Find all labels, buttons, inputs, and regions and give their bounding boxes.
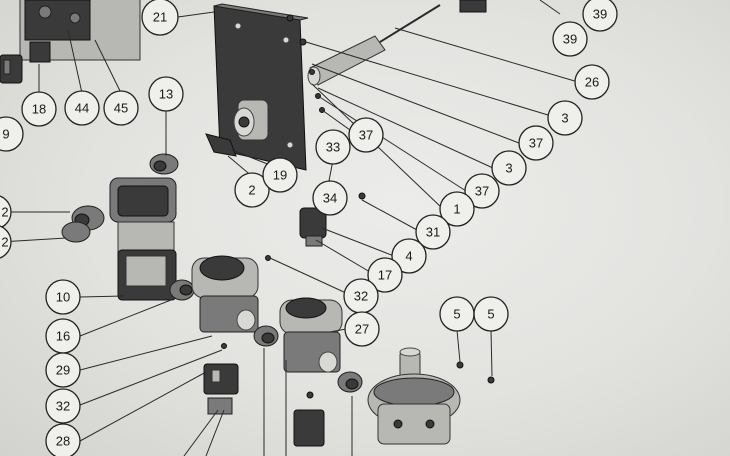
svg-text:19: 19 bbox=[273, 168, 287, 183]
callout-31: 31 bbox=[415, 214, 451, 250]
callout-21: 21 bbox=[141, 0, 179, 36]
pressure-regulator-part bbox=[367, 347, 461, 445]
callout-44: 44 bbox=[64, 90, 100, 126]
svg-text:37: 37 bbox=[359, 128, 373, 143]
svg-text:2: 2 bbox=[248, 183, 255, 198]
callout-32-left: 32 bbox=[45, 388, 81, 424]
callout-13: 13 bbox=[148, 76, 184, 112]
svg-text:4: 4 bbox=[405, 249, 412, 264]
callout-37-lower: 37 bbox=[464, 173, 500, 209]
svg-text:31: 31 bbox=[426, 225, 440, 240]
callout-19: 19 bbox=[262, 157, 298, 193]
svg-text:2: 2 bbox=[1, 235, 8, 250]
bottom-small-parts bbox=[203, 363, 325, 447]
svg-text:21: 21 bbox=[153, 10, 167, 25]
svg-text:1: 1 bbox=[453, 202, 460, 217]
callout-27: 27 bbox=[344, 311, 380, 347]
svg-text:5: 5 bbox=[453, 307, 460, 322]
svg-text:32: 32 bbox=[56, 399, 70, 414]
callout-16: 16 bbox=[45, 318, 81, 354]
svg-text:34: 34 bbox=[323, 191, 337, 206]
callout-12-upper: 2 bbox=[0, 195, 12, 229]
callout-5-left: 5 bbox=[439, 296, 475, 332]
callout-3-upper: 3 bbox=[547, 100, 583, 136]
callout-33: 33 bbox=[315, 129, 351, 165]
callout-39-second: 39 bbox=[552, 21, 588, 57]
callout-37-upper: 37 bbox=[518, 125, 554, 161]
svg-text:2: 2 bbox=[1, 205, 8, 220]
svg-text:9: 9 bbox=[2, 127, 9, 142]
callout-34: 34 bbox=[312, 180, 348, 216]
svg-text:3: 3 bbox=[505, 161, 512, 176]
svg-text:13: 13 bbox=[159, 87, 173, 102]
svg-text:39: 39 bbox=[563, 32, 577, 47]
callout-28: 28 bbox=[45, 423, 81, 456]
svg-text:28: 28 bbox=[56, 434, 70, 449]
svg-text:26: 26 bbox=[585, 75, 599, 90]
callout-39-top: 39 bbox=[582, 0, 618, 32]
svg-text:18: 18 bbox=[32, 102, 46, 117]
callout-5-right: 5 bbox=[473, 296, 509, 332]
callout-18: 18 bbox=[21, 91, 57, 127]
gas-valve-right bbox=[279, 297, 363, 393]
gas-valve-middle bbox=[191, 255, 279, 347]
callout-12-lower: 2 bbox=[0, 225, 12, 259]
pressure-switch-part bbox=[299, 207, 327, 247]
svg-text:37: 37 bbox=[475, 184, 489, 199]
callout-29: 29 bbox=[45, 352, 81, 388]
callout-10: 10 bbox=[45, 279, 81, 315]
callout-4: 4 bbox=[391, 238, 427, 274]
svg-text:32: 32 bbox=[354, 289, 368, 304]
callout-32-right: 32 bbox=[343, 278, 379, 314]
svg-text:5: 5 bbox=[487, 307, 494, 322]
svg-text:27: 27 bbox=[355, 322, 369, 337]
svg-text:3: 3 bbox=[561, 111, 568, 126]
callout-26: 26 bbox=[574, 64, 610, 100]
callout-1: 1 bbox=[439, 191, 475, 227]
mounting-plate-part bbox=[213, 3, 309, 171]
svg-text:17: 17 bbox=[378, 268, 392, 283]
solenoid-valve-left bbox=[61, 177, 195, 301]
bracket-part bbox=[205, 133, 237, 157]
svg-text:29: 29 bbox=[56, 363, 70, 378]
svg-text:33: 33 bbox=[326, 140, 340, 155]
svg-text:10: 10 bbox=[56, 290, 70, 305]
callout-3-lower: 3 bbox=[491, 150, 527, 186]
callout-45: 45 bbox=[103, 90, 139, 126]
control-box-part bbox=[19, 0, 141, 63]
svg-text:39: 39 bbox=[593, 7, 607, 22]
callout-9: 9 bbox=[0, 116, 24, 152]
svg-text:44: 44 bbox=[75, 101, 89, 116]
svg-text:37: 37 bbox=[529, 136, 543, 151]
svg-text:45: 45 bbox=[114, 101, 128, 116]
fitting-part-13 bbox=[149, 153, 179, 175]
callout-2-center: 2 bbox=[234, 172, 270, 208]
callout-37-middle: 37 bbox=[348, 117, 384, 153]
svg-text:16: 16 bbox=[56, 329, 70, 344]
callout-17: 17 bbox=[367, 257, 403, 293]
connector-part-left bbox=[0, 54, 23, 84]
